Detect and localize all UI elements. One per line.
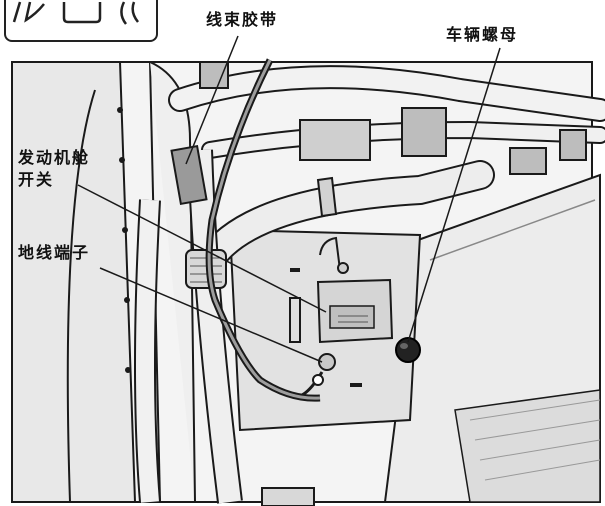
grommet-bottom: [261, 487, 315, 506]
pillar-holes: [117, 107, 131, 373]
callout-ground-terminal: 地线端子: [18, 243, 91, 262]
leader-lines: [77, 35, 501, 363]
callout-hood-switch-line1: 发动机舱: [18, 148, 91, 167]
leader-hood-switch: [77, 184, 327, 313]
leader-vehicle-nut: [407, 47, 501, 343]
ground-terminal-bolt: [318, 353, 336, 371]
connector-block: [401, 107, 447, 157]
a-pillar-panel: [11, 61, 137, 503]
floor-tread-plate: [454, 389, 601, 503]
leader-ground-terminal: [99, 267, 323, 363]
leader-harness-tie: [185, 35, 239, 165]
callout-vehicle-nut: 车辆螺母: [446, 25, 519, 44]
callout-harness-tie: 线束胶带: [206, 10, 279, 29]
hand-symbol-icon: [4, 0, 158, 42]
hand-symbol-graphic: [12, 1, 139, 25]
callout-hood-switch-line2: 开关: [18, 170, 55, 189]
tube-clip: [316, 176, 338, 218]
harness-tie: [170, 144, 208, 206]
side-connector: [509, 147, 547, 175]
relay-block: [299, 119, 371, 161]
